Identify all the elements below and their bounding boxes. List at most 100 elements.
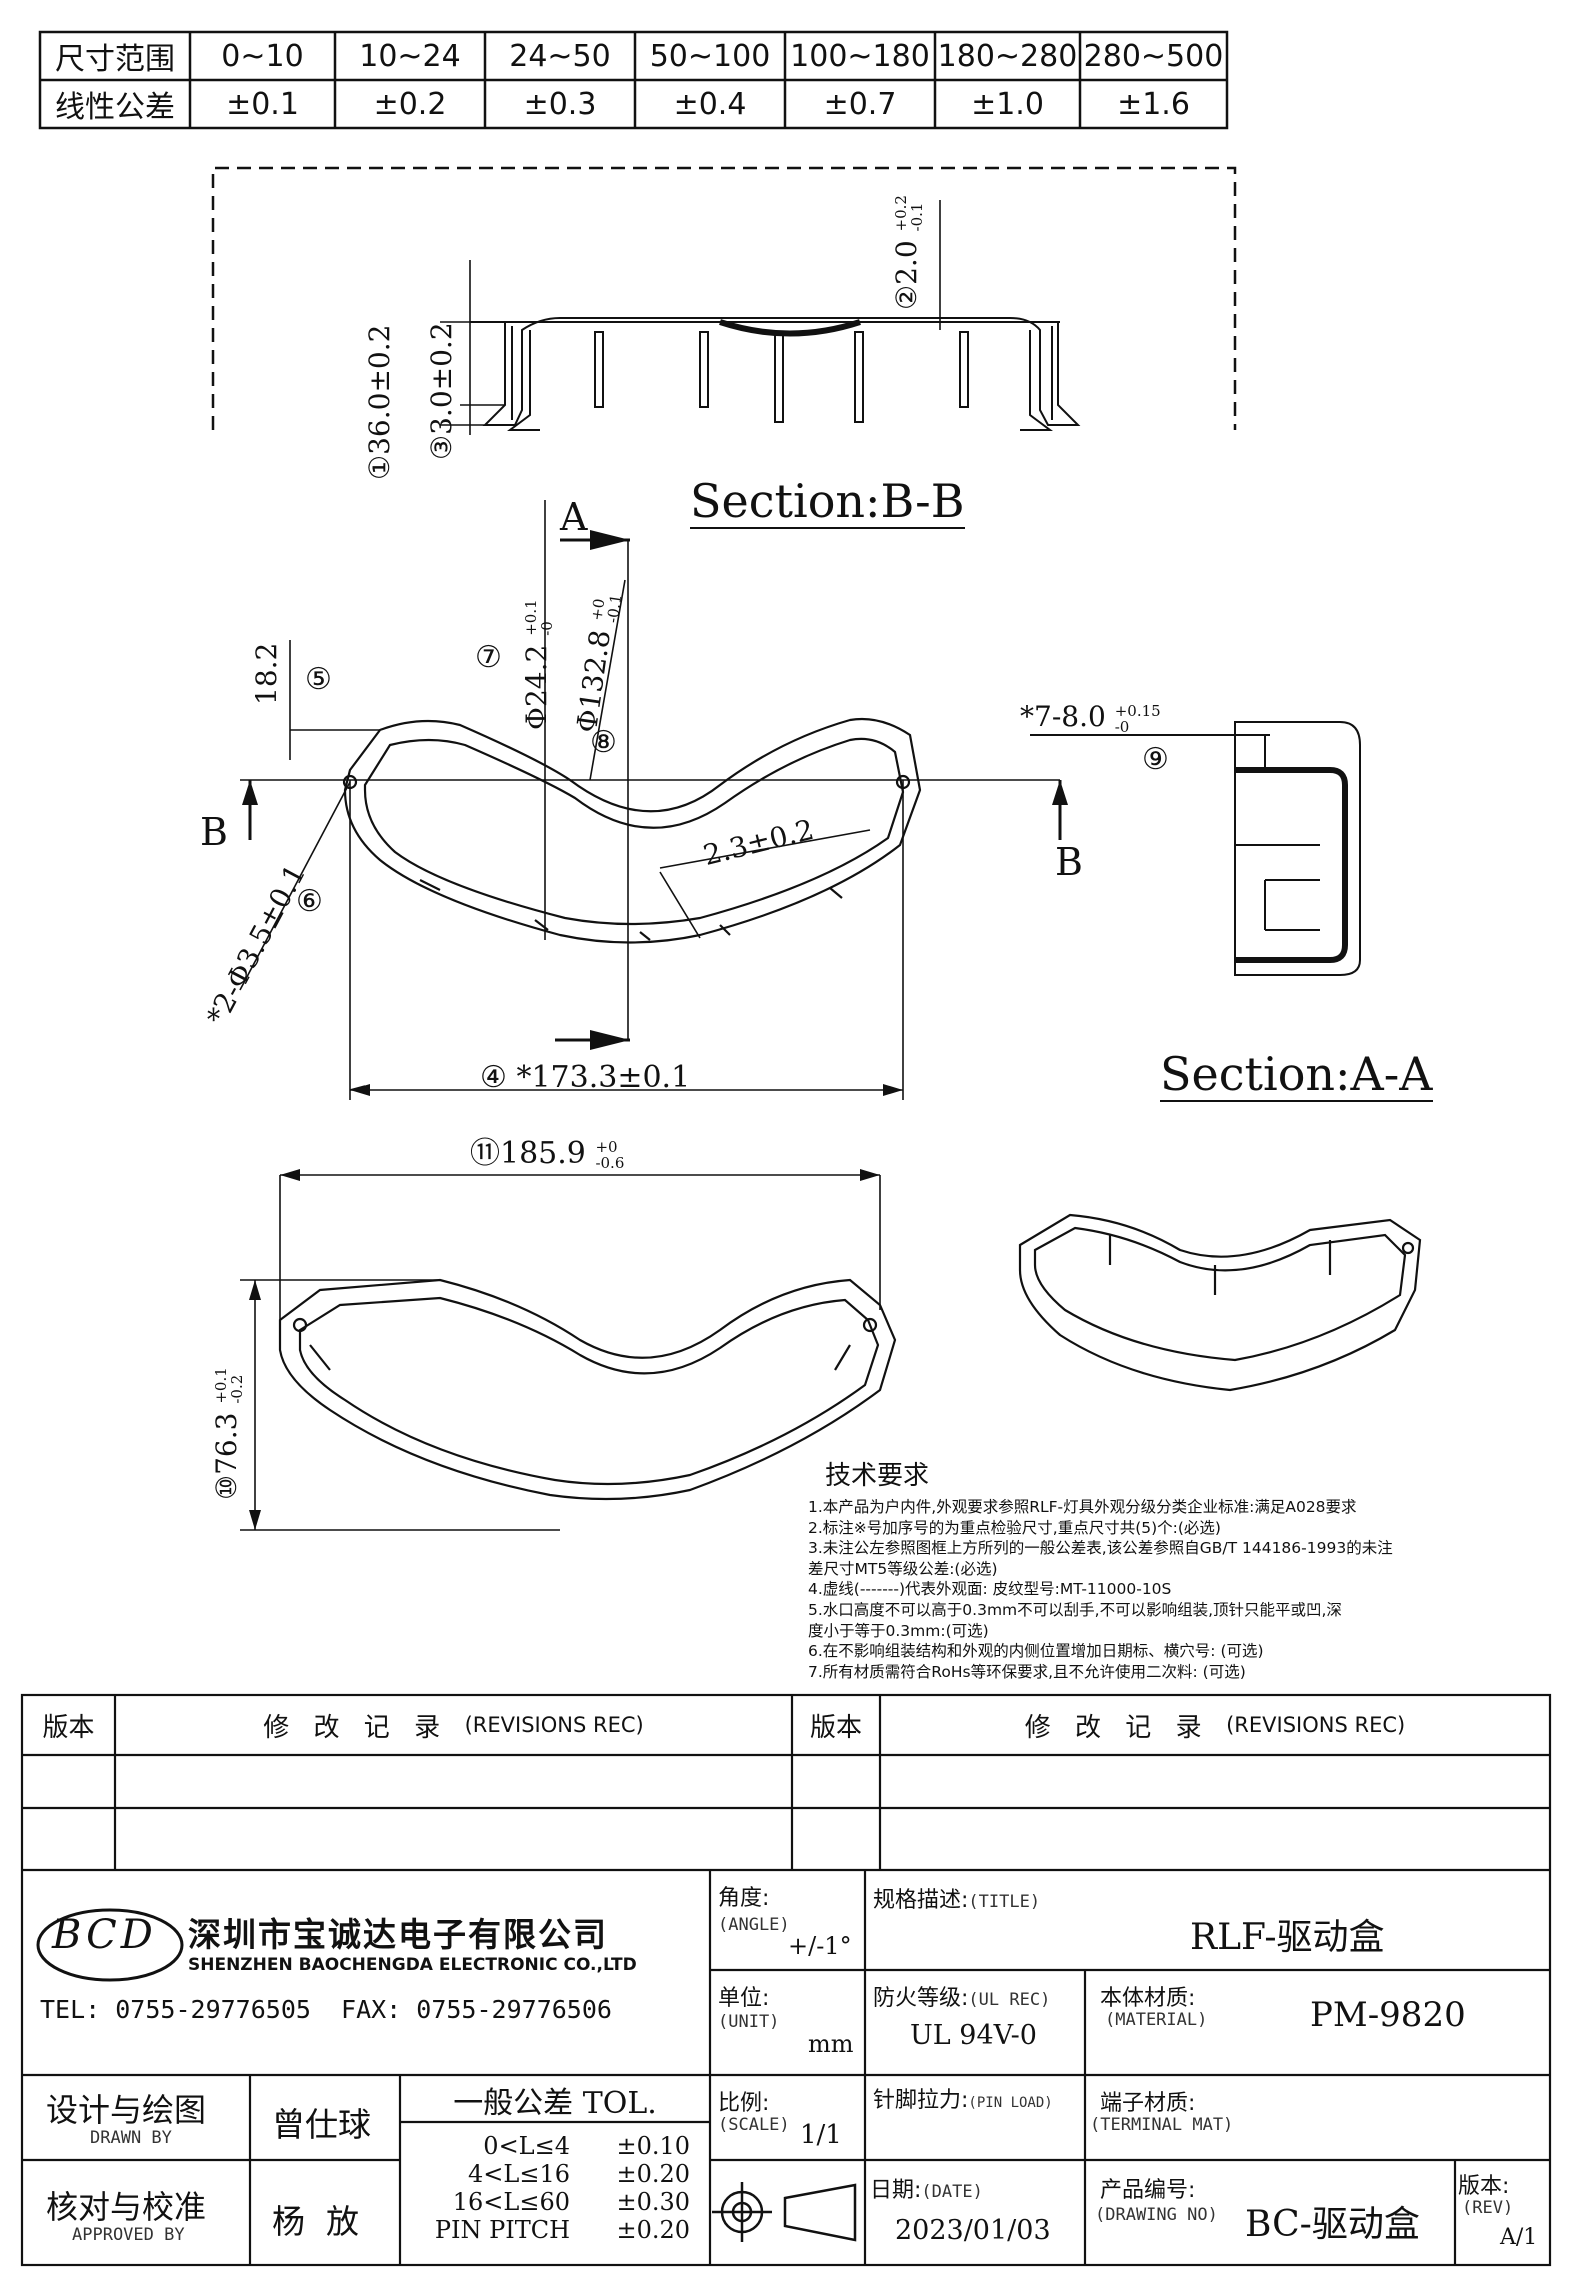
tech-line: 度小于等于0.3mm:(可选) <box>808 1621 989 1640</box>
section-aa-title: Section:A-A <box>1160 1047 1433 1102</box>
tol-row: PIN PITCH±0.20 <box>420 2216 690 2244</box>
dim-11: ⑪185.9 +0-0.6 <box>470 1128 624 1172</box>
tol-range: 0<L≤4 <box>483 2132 570 2160</box>
dim-7: Φ24.2 +0.1-0 <box>520 599 556 730</box>
tolerance-cell: ±1.0 <box>971 86 1044 122</box>
balloon-1: ① <box>363 454 396 480</box>
rev-label-en: (REV) <box>1462 2198 1514 2218</box>
dim-4: ④ *173.3±0.1 <box>480 1060 690 1095</box>
dim-11-tol-up: +0 <box>595 1138 618 1156</box>
date-label-cn: 日期: <box>870 2178 922 2203</box>
pin-label-cn: 针脚拉力: <box>873 2088 969 2113</box>
tol-value: ±0.10 <box>616 2132 690 2160</box>
range-cell: 100~180 <box>790 38 930 74</box>
drawing-no-value: BC-驱动盒 <box>1245 2204 1420 2245</box>
company-logo-text: BCD <box>52 1912 157 1958</box>
range-cell: 50~100 <box>649 38 771 74</box>
dim-9: *7-8.0 +0.15-0 <box>1020 700 1161 735</box>
date-label: 日期:(DATE) <box>870 2172 983 2204</box>
section-marker-b-right: B <box>1055 840 1083 884</box>
terminal-label-en: (TERMINAL MAT) <box>1090 2115 1234 2135</box>
spec-value: RLF-驱动盒 <box>1190 1917 1385 1958</box>
revision-record-label-en: (REVISIONS REC) <box>1226 1713 1406 1737</box>
tolerance-cell: ±0.7 <box>823 86 897 122</box>
rev-value: A/1 <box>1500 2225 1538 2250</box>
tolerance-table-grid <box>38 30 1229 130</box>
tol-row: 4<L≤16±0.20 <box>420 2160 690 2188</box>
company-logo-mark <box>36 1908 184 1982</box>
angle-label: 角度: <box>718 1886 770 1911</box>
company-name-en: SHENZHEN BAOCHENGDA ELECTRONIC CO.,LTD <box>188 1955 637 1975</box>
balloon-5: ⑤ <box>305 662 332 697</box>
balloon-10: ⑩ <box>210 1474 243 1500</box>
revision-record-label: 修 改 记 录 <box>1024 1712 1210 1743</box>
tol-value: ±0.30 <box>616 2188 690 2216</box>
tolerance-cell: ±0.3 <box>523 86 597 122</box>
section-marker-b-left: B <box>200 810 228 854</box>
balloon-4: ④ <box>480 1060 507 1095</box>
fire-label: 防火等级:(UL REC) <box>873 1980 1050 2012</box>
projection-symbol <box>712 2182 857 2242</box>
balloon-11: ⑪ <box>470 1136 500 1171</box>
dim-3-value: 3.0±0.2 <box>425 322 458 435</box>
tol-rows: 0<L≤4±0.10 4<L≤16±0.20 16<L≤60±0.30 PIN … <box>420 2132 690 2244</box>
designer-label: 设计与绘图 <box>46 2091 207 2129</box>
unit-label: 单位: <box>718 1986 770 2011</box>
balloon-8: ⑧ <box>590 725 617 760</box>
tol-row: 0<L≤4 ±0.10 <box>420 2132 690 2160</box>
balloon-7: ⑦ <box>475 640 502 675</box>
section-marker-a-top: A <box>560 495 588 539</box>
scale-value: 1/1 <box>800 2120 842 2150</box>
tech-line: 5.水口高度不可以高于0.3mm不可以刮手,不可以影响组装,顶针只能平或凹,深 <box>808 1600 1342 1619</box>
plan-dimension-lines <box>239 500 1062 1100</box>
table-row1-label: 尺寸范围 <box>55 42 175 77</box>
tech-line: 4.虚线(-------)代表外观面: 皮纹型号:MT-11000-10S <box>808 1580 1172 1599</box>
designer-label-en: DRAWN BY <box>90 2128 172 2148</box>
scale-label-en: (SCALE) <box>718 2115 790 2135</box>
table-row2-label: 线性公差 <box>55 90 175 125</box>
range-cell: 180~280 <box>937 38 1078 74</box>
date-value: 2023/01/03 <box>895 2215 1051 2246</box>
unit-value: mm <box>808 2030 854 2058</box>
company-name-cn: 深圳市宝诚达电子有限公司 <box>188 1915 608 1954</box>
plan-view <box>342 717 922 944</box>
isometric-view <box>1018 1213 1422 1392</box>
dim-10: ⑩76.3 +0.1-0.2 <box>210 1367 246 1500</box>
terminal-label: 端子材质: <box>1100 2091 1196 2116</box>
tolerance-cell: ±1.6 <box>1117 86 1190 122</box>
tolerance-cell: ±0.1 <box>226 86 299 122</box>
tech-line: 6.在不影响组装结构和外观的内侧位置增加日期标、横穴号: (可选) <box>808 1642 1264 1661</box>
checker-label-en: APPROVED BY <box>72 2225 185 2245</box>
balloon-2: ② <box>890 284 923 310</box>
checker-label: 核对与校准 <box>46 2188 207 2226</box>
tolerance-cell: ±0.4 <box>673 86 747 122</box>
drawing-no-label: 产品编号: <box>1100 2178 1196 2203</box>
dim-10-tol-dn: -0.2 <box>227 1374 246 1404</box>
dim-9-tol-dn: -0 <box>1114 717 1130 736</box>
dim-11-tol-dn: -0.6 <box>595 1154 625 1172</box>
company-tel-fax: TEL: 0755-29776505 FAX: 0755-29776506 <box>40 1995 612 2024</box>
scale-label: 比例: <box>718 2091 770 2116</box>
revision-record-header-2: 修 改 记 录 (REVISIONS REC) <box>880 1695 1550 1755</box>
drawing-no-label-en: (DRAWING NO) <box>1095 2205 1218 2225</box>
tol-value: ±0.20 <box>616 2160 690 2188</box>
dim-7-tol-dn: -0 <box>537 621 556 636</box>
tolerance-cell: ±0.2 <box>373 86 447 122</box>
tech-line: 差尺寸MT5等级公差:(必选) <box>808 1559 998 1578</box>
material-label: 本体材质: <box>1100 1986 1196 2011</box>
fire-label-en: (UL REC) <box>968 1990 1051 2010</box>
spec-label-en: (TITLE) <box>968 1892 1041 1912</box>
revision-record-label-en: (REVISIONS REC) <box>464 1713 644 1737</box>
dim-11-value: 185.9 <box>500 1136 586 1171</box>
revision-record-label: 修 改 记 录 <box>263 1712 449 1743</box>
balloon-3: ③ <box>425 434 458 460</box>
range-cell: 10~24 <box>359 38 461 74</box>
spec-label: 规格描述:(TITLE) <box>873 1882 1040 1914</box>
dim-2-tol-dn: -0.1 <box>907 202 926 232</box>
dim-3: ③3.0±0.2 <box>425 322 458 460</box>
tech-requirements-title: 技术要求 <box>825 1461 930 1491</box>
dim-2-value: 2.0 <box>890 240 923 285</box>
dim-9-value: *7-8.0 <box>1020 700 1106 733</box>
